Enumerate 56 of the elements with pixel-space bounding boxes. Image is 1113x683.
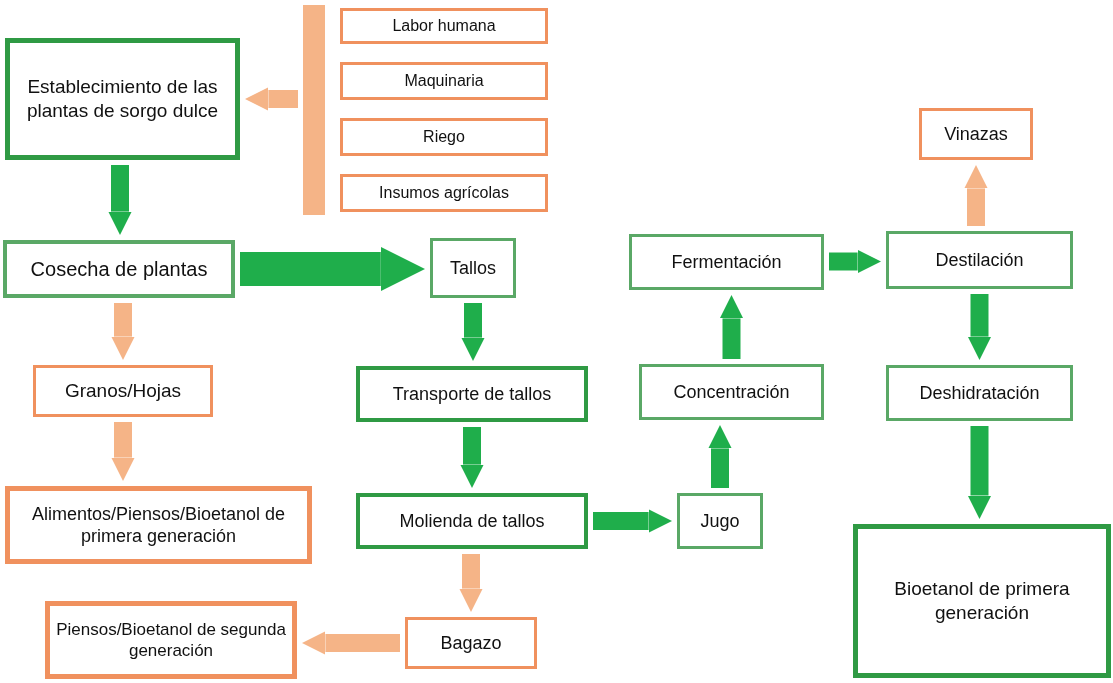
process-box: [430, 238, 516, 298]
block-arrow: [108, 165, 132, 235]
process-box: [853, 524, 1111, 678]
block-arrow: [708, 425, 732, 488]
process-box: [886, 231, 1073, 289]
box-label: Insumos agrícolas: [378, 183, 510, 203]
process-box: [886, 365, 1073, 421]
block-arrow: [829, 249, 881, 274]
box-label: Fermentación: [670, 250, 783, 274]
box-label: Cosecha de plantas: [29, 256, 209, 282]
block-arrow: [302, 631, 400, 655]
process-box: [677, 493, 763, 549]
process-box: [356, 493, 588, 549]
box-label: Destilación: [934, 248, 1025, 272]
box-label: Bagazo: [439, 631, 503, 655]
block-arrow: [719, 295, 744, 359]
process-box: [5, 486, 312, 564]
box-label: Labor humana: [391, 16, 497, 36]
box-label: Establecimiento de las plantas de sorgo dulce: [25, 75, 220, 123]
process-box: [340, 8, 548, 44]
block-arrow: [967, 294, 992, 360]
box-label: Bioetanol de primera generación: [893, 577, 1071, 625]
box-label: Concentración: [672, 380, 791, 404]
box-label: Piensos/Bioetanol de segunda generación: [55, 618, 287, 662]
process-box: [340, 174, 548, 212]
block-arrow: [593, 509, 672, 533]
process-box: [45, 601, 297, 679]
box-label: Vinazas: [943, 122, 1009, 146]
box-label: Molienda de tallos: [398, 509, 546, 533]
box-label: Transporte de tallos: [391, 382, 553, 406]
box-label: Jugo: [699, 509, 741, 533]
process-box: [340, 62, 548, 100]
block-arrow: [461, 303, 485, 361]
block-arrow: [967, 426, 992, 519]
process-box: [340, 118, 548, 156]
box-label: Granos/Hojas: [63, 379, 183, 403]
block-arrow: [111, 303, 135, 360]
box-label: Deshidratación: [918, 381, 1041, 405]
box-label: Maquinaria: [403, 71, 485, 91]
process-box: [919, 108, 1033, 160]
box-label: Riego: [422, 127, 466, 147]
process-box: [405, 617, 537, 669]
process-box: [356, 366, 588, 422]
process-box: [33, 365, 213, 417]
box-label: Alimentos/Piensos/Bioetanol de primera generación: [30, 502, 287, 548]
process-box: [639, 364, 824, 420]
block-arrow: [964, 165, 988, 226]
block-arrow: [240, 246, 425, 292]
process-box: [5, 38, 240, 160]
process-box: [3, 240, 235, 298]
block-arrow: [111, 422, 135, 481]
process-box: [629, 234, 824, 290]
vertical-bar: [303, 5, 325, 215]
block-arrow: [460, 427, 484, 488]
block-arrow: [459, 554, 483, 612]
box-label: Tallos: [449, 256, 497, 280]
